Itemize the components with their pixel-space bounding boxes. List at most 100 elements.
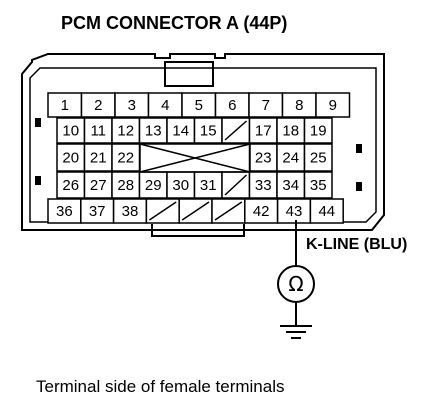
pin-terminal: 13 (138, 117, 168, 144)
pin-terminal: 34 (276, 171, 306, 199)
pin-terminal: 3 (114, 92, 150, 118)
pin-cell (281, 92, 317, 118)
pin-number: 23 (255, 150, 272, 167)
pin-cell (47, 198, 82, 224)
pin-terminal: 22 (111, 143, 141, 172)
pin-terminal: 33 (248, 171, 278, 199)
pin-cell (303, 117, 333, 144)
pin-number: 2 (94, 97, 102, 114)
pin-number: 7 (262, 97, 270, 114)
pin-number: 13 (145, 123, 162, 140)
pin-terminal: 1 (47, 92, 83, 118)
pin-terminal: 14 (166, 117, 196, 144)
pin-terminal: 23 (248, 143, 278, 172)
pin-number: 8 (295, 97, 303, 114)
pin-number: 27 (90, 177, 107, 194)
pin-number: 5 (195, 97, 203, 114)
pin-cell (83, 143, 113, 172)
pin-terminal: 8 (281, 92, 317, 118)
ground-icon (280, 325, 312, 339)
pin-cell (111, 117, 141, 144)
pin-number: 42 (253, 203, 270, 220)
pin-terminal: 36 (47, 198, 82, 224)
pin-cell (83, 117, 113, 144)
pin-terminal: 44 (309, 198, 344, 224)
pin-cell (114, 92, 150, 118)
pin-terminal: 27 (83, 171, 113, 199)
pin-number: 9 (329, 97, 337, 114)
pin-number: 15 (200, 123, 217, 140)
pin-number: 21 (90, 150, 107, 167)
pin-number: 14 (172, 123, 189, 140)
pin-number: 3 (128, 97, 136, 114)
pin-number: 12 (117, 123, 134, 140)
pin-terminal: 12 (111, 117, 141, 144)
caption: Terminal side of female terminals (36, 377, 284, 396)
pin-terminal: 29 (138, 171, 168, 199)
pin-number: 4 (161, 97, 169, 114)
pin-number: 38 (122, 203, 139, 220)
pin-number: 25 (310, 150, 327, 167)
pin-terminal: 26 (56, 171, 86, 199)
pin-cell (56, 117, 86, 144)
pin-cell (181, 92, 217, 118)
pin-terminal: 25 (303, 143, 333, 172)
pin-number: 28 (117, 177, 134, 194)
pin-terminal: 10 (56, 117, 86, 144)
pin-cell (248, 171, 278, 199)
pin-cell (147, 92, 183, 118)
ohm-symbol: Ω (288, 272, 303, 296)
pin-terminal (221, 171, 251, 199)
blocked-cavity-area (139, 143, 251, 173)
pin-terminal: 28 (111, 171, 141, 199)
pin-number: 33 (255, 177, 272, 194)
pin-number: 19 (310, 123, 327, 140)
pin-terminal: 37 (80, 198, 115, 224)
pin-cell (112, 198, 148, 224)
pin-cell (248, 92, 284, 118)
pin-terminal: 9 (315, 92, 351, 118)
ohmmeter-icon: Ω (277, 265, 315, 303)
pin-number: 10 (62, 123, 79, 140)
pin-terminal: 20 (56, 143, 86, 172)
pin-cell (248, 117, 278, 144)
pin-number: 30 (172, 177, 189, 194)
pin-number: 37 (89, 203, 106, 220)
pin-number: 29 (145, 177, 162, 194)
pin-terminal (145, 198, 180, 224)
pin-cell (303, 171, 333, 199)
pin-terminal: 19 (303, 117, 333, 144)
pin-cell (303, 143, 333, 172)
pin-cell (83, 171, 113, 199)
pin-cell (111, 143, 141, 172)
pin-cell (315, 92, 351, 118)
pin-cell (214, 92, 250, 118)
diagram-title: PCM CONNECTOR A (44P) (61, 13, 287, 33)
pin-number: 26 (62, 177, 79, 194)
pin-terminal: 38 (112, 198, 148, 224)
pin-number: 43 (286, 203, 303, 220)
pin-cell (47, 92, 83, 118)
pin-number: 11 (90, 123, 106, 140)
pin-terminal: 11 (83, 117, 113, 144)
pin-number: 18 (282, 123, 299, 140)
pin-cell (248, 143, 278, 172)
pin-terminal: 15 (193, 117, 223, 144)
pin-number: 36 (56, 203, 73, 220)
pin-terminal: 31 (193, 171, 223, 199)
pin-terminal (178, 198, 213, 224)
pin-number: 44 (318, 203, 335, 220)
blank-cavity-slash (181, 201, 210, 221)
pin-terminal: 7 (248, 92, 284, 118)
pin-terminal: 18 (276, 117, 306, 144)
pin-terminal: 42 (244, 198, 279, 224)
pin-number: 1 (61, 97, 69, 114)
blank-cavity-slash (224, 174, 248, 196)
pin-cell (276, 117, 306, 144)
pin-number: 20 (62, 150, 79, 167)
pin-cell (276, 143, 306, 172)
blank-cavity-slash (224, 120, 247, 141)
pin-terminal: 24 (276, 143, 306, 172)
pin-number: 34 (282, 177, 299, 194)
pin-cell (276, 198, 312, 224)
